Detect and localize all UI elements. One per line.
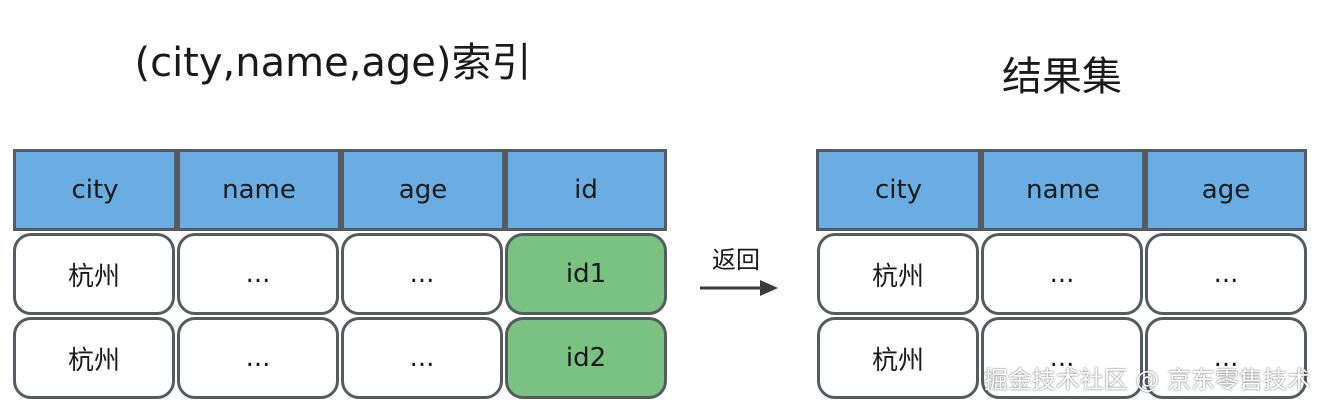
index-row2-age: ... xyxy=(341,317,503,399)
index-row1-age: ... xyxy=(341,233,503,315)
result-row1-name: ... xyxy=(981,233,1143,315)
index-row2-id: id2 xyxy=(505,317,667,399)
result-row1-age: ... xyxy=(1145,233,1307,315)
index-header-city: city xyxy=(13,149,177,231)
index-row1-name: ... xyxy=(177,233,339,315)
result-set-title: 结果集 xyxy=(1002,54,1122,100)
index-row1-id: id1 xyxy=(505,233,667,315)
index-header-age: age xyxy=(341,149,505,231)
return-arrow-label: 返回 xyxy=(712,246,760,274)
result-row2-age: ... xyxy=(1145,317,1307,399)
watermark: 掘金技术社区 @ 京东零售技术 xyxy=(983,366,1311,394)
result-row2-name: ... xyxy=(981,317,1143,399)
return-arrow-icon xyxy=(700,280,778,296)
result-header-name: name xyxy=(981,149,1145,231)
index-header-id: id xyxy=(505,149,667,231)
index-title: (city,name,age)索引 xyxy=(134,40,532,86)
result-row2-city: 杭州 xyxy=(817,317,979,399)
result-header-age: age xyxy=(1145,149,1307,231)
index-row1-city: 杭州 xyxy=(13,233,175,315)
index-row2-city: 杭州 xyxy=(13,317,175,399)
index-row2-name: ... xyxy=(177,317,339,399)
result-row1-city: 杭州 xyxy=(817,233,979,315)
index-header-name: name xyxy=(177,149,341,231)
result-header-city: city xyxy=(816,149,981,231)
